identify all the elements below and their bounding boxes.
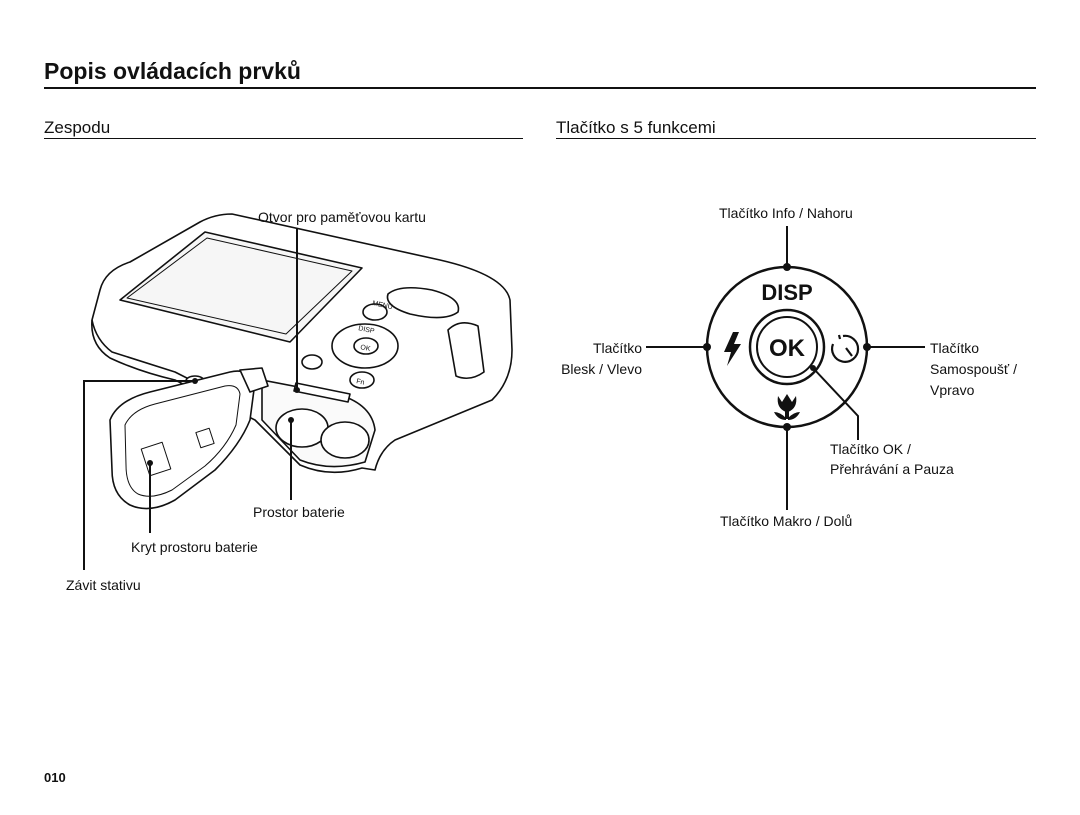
title-rule	[44, 87, 1036, 89]
label-flash-left-1: Tlačítko	[592, 340, 642, 356]
label-info-up: Tlačítko Info / Nahoru	[719, 205, 853, 221]
page-number: 010	[44, 770, 66, 785]
leader-ok	[812, 367, 859, 440]
camera-fn-button	[349, 371, 375, 389]
label-macro-down: Tlačítko Makro / Dolů	[720, 513, 853, 529]
self-timer-icon	[831, 334, 860, 363]
dial-ok-text: OK	[769, 335, 806, 362]
camera-disp-mark: DISP	[358, 325, 376, 335]
label-tripod-socket: Závit stativu	[66, 577, 141, 593]
camera-play-button	[301, 354, 323, 370]
label-timer-right-1: Tlačítko	[930, 340, 980, 356]
zoom-rocker	[386, 286, 460, 319]
section-rule-left	[44, 138, 523, 139]
label-flash-left-2: Blesk / Vlevo	[561, 361, 642, 377]
section-rule-right	[556, 138, 1036, 139]
camera-ok-mark: OK	[360, 344, 372, 353]
camera-ok-button	[353, 337, 379, 355]
page-title: Popis ovládacích prvků	[44, 58, 301, 84]
camera-fn-mark: Fn	[356, 378, 366, 387]
battery-cover	[109, 370, 256, 510]
camera-menu-button	[362, 303, 388, 321]
flash-icon	[724, 332, 741, 366]
label-ok-1: Tlačítko OK /	[830, 441, 911, 457]
label-ok-2: Přehrávání a Pauza	[830, 461, 954, 477]
label-timer-right-2: Samospoušť /	[930, 361, 1017, 377]
label-timer-right-3: Vpravo	[930, 382, 975, 398]
label-card-slot: Otvor pro paměťovou kartu	[258, 209, 426, 225]
section-title-dial: Tlačítko s 5 funkcemi	[556, 118, 716, 137]
label-battery-chamber: Prostor baterie	[253, 504, 345, 520]
camera-menu-mark: MENU	[372, 300, 394, 311]
dial-disp-text: DISP	[761, 280, 812, 305]
label-battery-cover: Kryt prostoru baterie	[131, 539, 258, 555]
leader-tripod	[83, 380, 195, 570]
section-title-bottom: Zespodu	[44, 118, 111, 137]
macro-icon	[774, 394, 800, 420]
